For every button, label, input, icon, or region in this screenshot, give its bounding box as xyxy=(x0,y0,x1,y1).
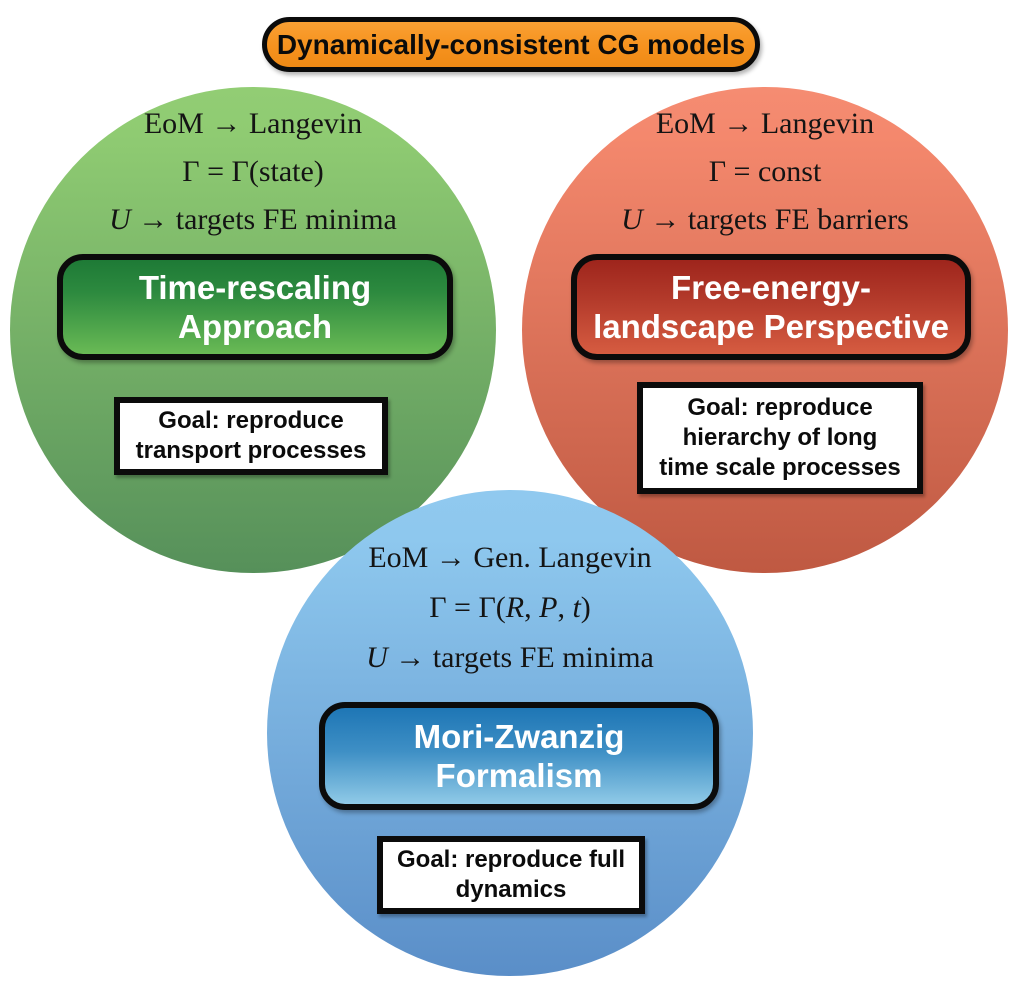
title-text: Dynamically-consistent CG models xyxy=(276,28,746,60)
goal-box-time-rescaling: Goal: reproduce transport processes xyxy=(114,397,388,475)
formula-line: Γ = const xyxy=(708,155,822,188)
circle-time-rescaling: EoM → Langevin Γ = Γ(state) U → targets FE… xyxy=(10,87,496,573)
goal-box-mori-zwanzig: Goal: reproduce full dynamics xyxy=(377,836,645,914)
formula-line: Γ = Γ(R, P, t) xyxy=(429,591,591,624)
title-banner: Dynamically-consistent CG models xyxy=(262,17,760,72)
goal-label-time-rescaling: Goal: reproduce transport processes xyxy=(135,407,367,464)
formula-line: EoM → Langevin xyxy=(143,107,363,140)
circle-mori-zwanzig: EoM → Gen. Langevin Γ = Γ(R, P, t) U → tar… xyxy=(267,490,753,976)
formula-line: EoM → Gen. Langevin xyxy=(368,541,652,574)
formula-line: EoM → Langevin xyxy=(655,107,875,140)
formula-line: U → targets FE minima xyxy=(366,641,654,674)
formula-line: U → targets FE minima xyxy=(109,203,397,236)
goal-label-free-energy-landscape: Goal: reproduce hierarchy of long time s… xyxy=(659,394,901,481)
goal-box-free-energy-landscape: Goal: reproduce hierarchy of long time s… xyxy=(637,382,923,494)
formula-list-free-energy-landscape: EoM → Langevin Γ = const U → targets FE ba… xyxy=(522,100,1008,244)
method-label-time-rescaling: Time-rescaling Approach xyxy=(138,269,372,345)
circle-free-energy-landscape: EoM → Langevin Γ = const U → targets FE ba… xyxy=(522,87,1008,573)
formula-line: Γ = Γ(state) xyxy=(182,155,324,188)
method-box-mori-zwanzig: Mori-Zwanzig Formalism xyxy=(319,702,719,810)
method-box-free-energy-landscape: Free-energy- landscape Perspective xyxy=(571,254,971,360)
method-label-mori-zwanzig: Mori-Zwanzig Formalism xyxy=(413,718,625,794)
formula-list-mori-zwanzig: EoM → Gen. Langevin Γ = Γ(R, P, t) U → tar… xyxy=(267,533,753,683)
formula-line: U → targets FE barriers xyxy=(621,203,909,236)
formula-list-time-rescaling: EoM → Langevin Γ = Γ(state) U → targets FE… xyxy=(10,100,496,244)
method-box-time-rescaling: Time-rescaling Approach xyxy=(57,254,453,360)
method-label-free-energy-landscape: Free-energy- landscape Perspective xyxy=(593,269,949,345)
goal-label-mori-zwanzig: Goal: reproduce full dynamics xyxy=(396,846,626,903)
